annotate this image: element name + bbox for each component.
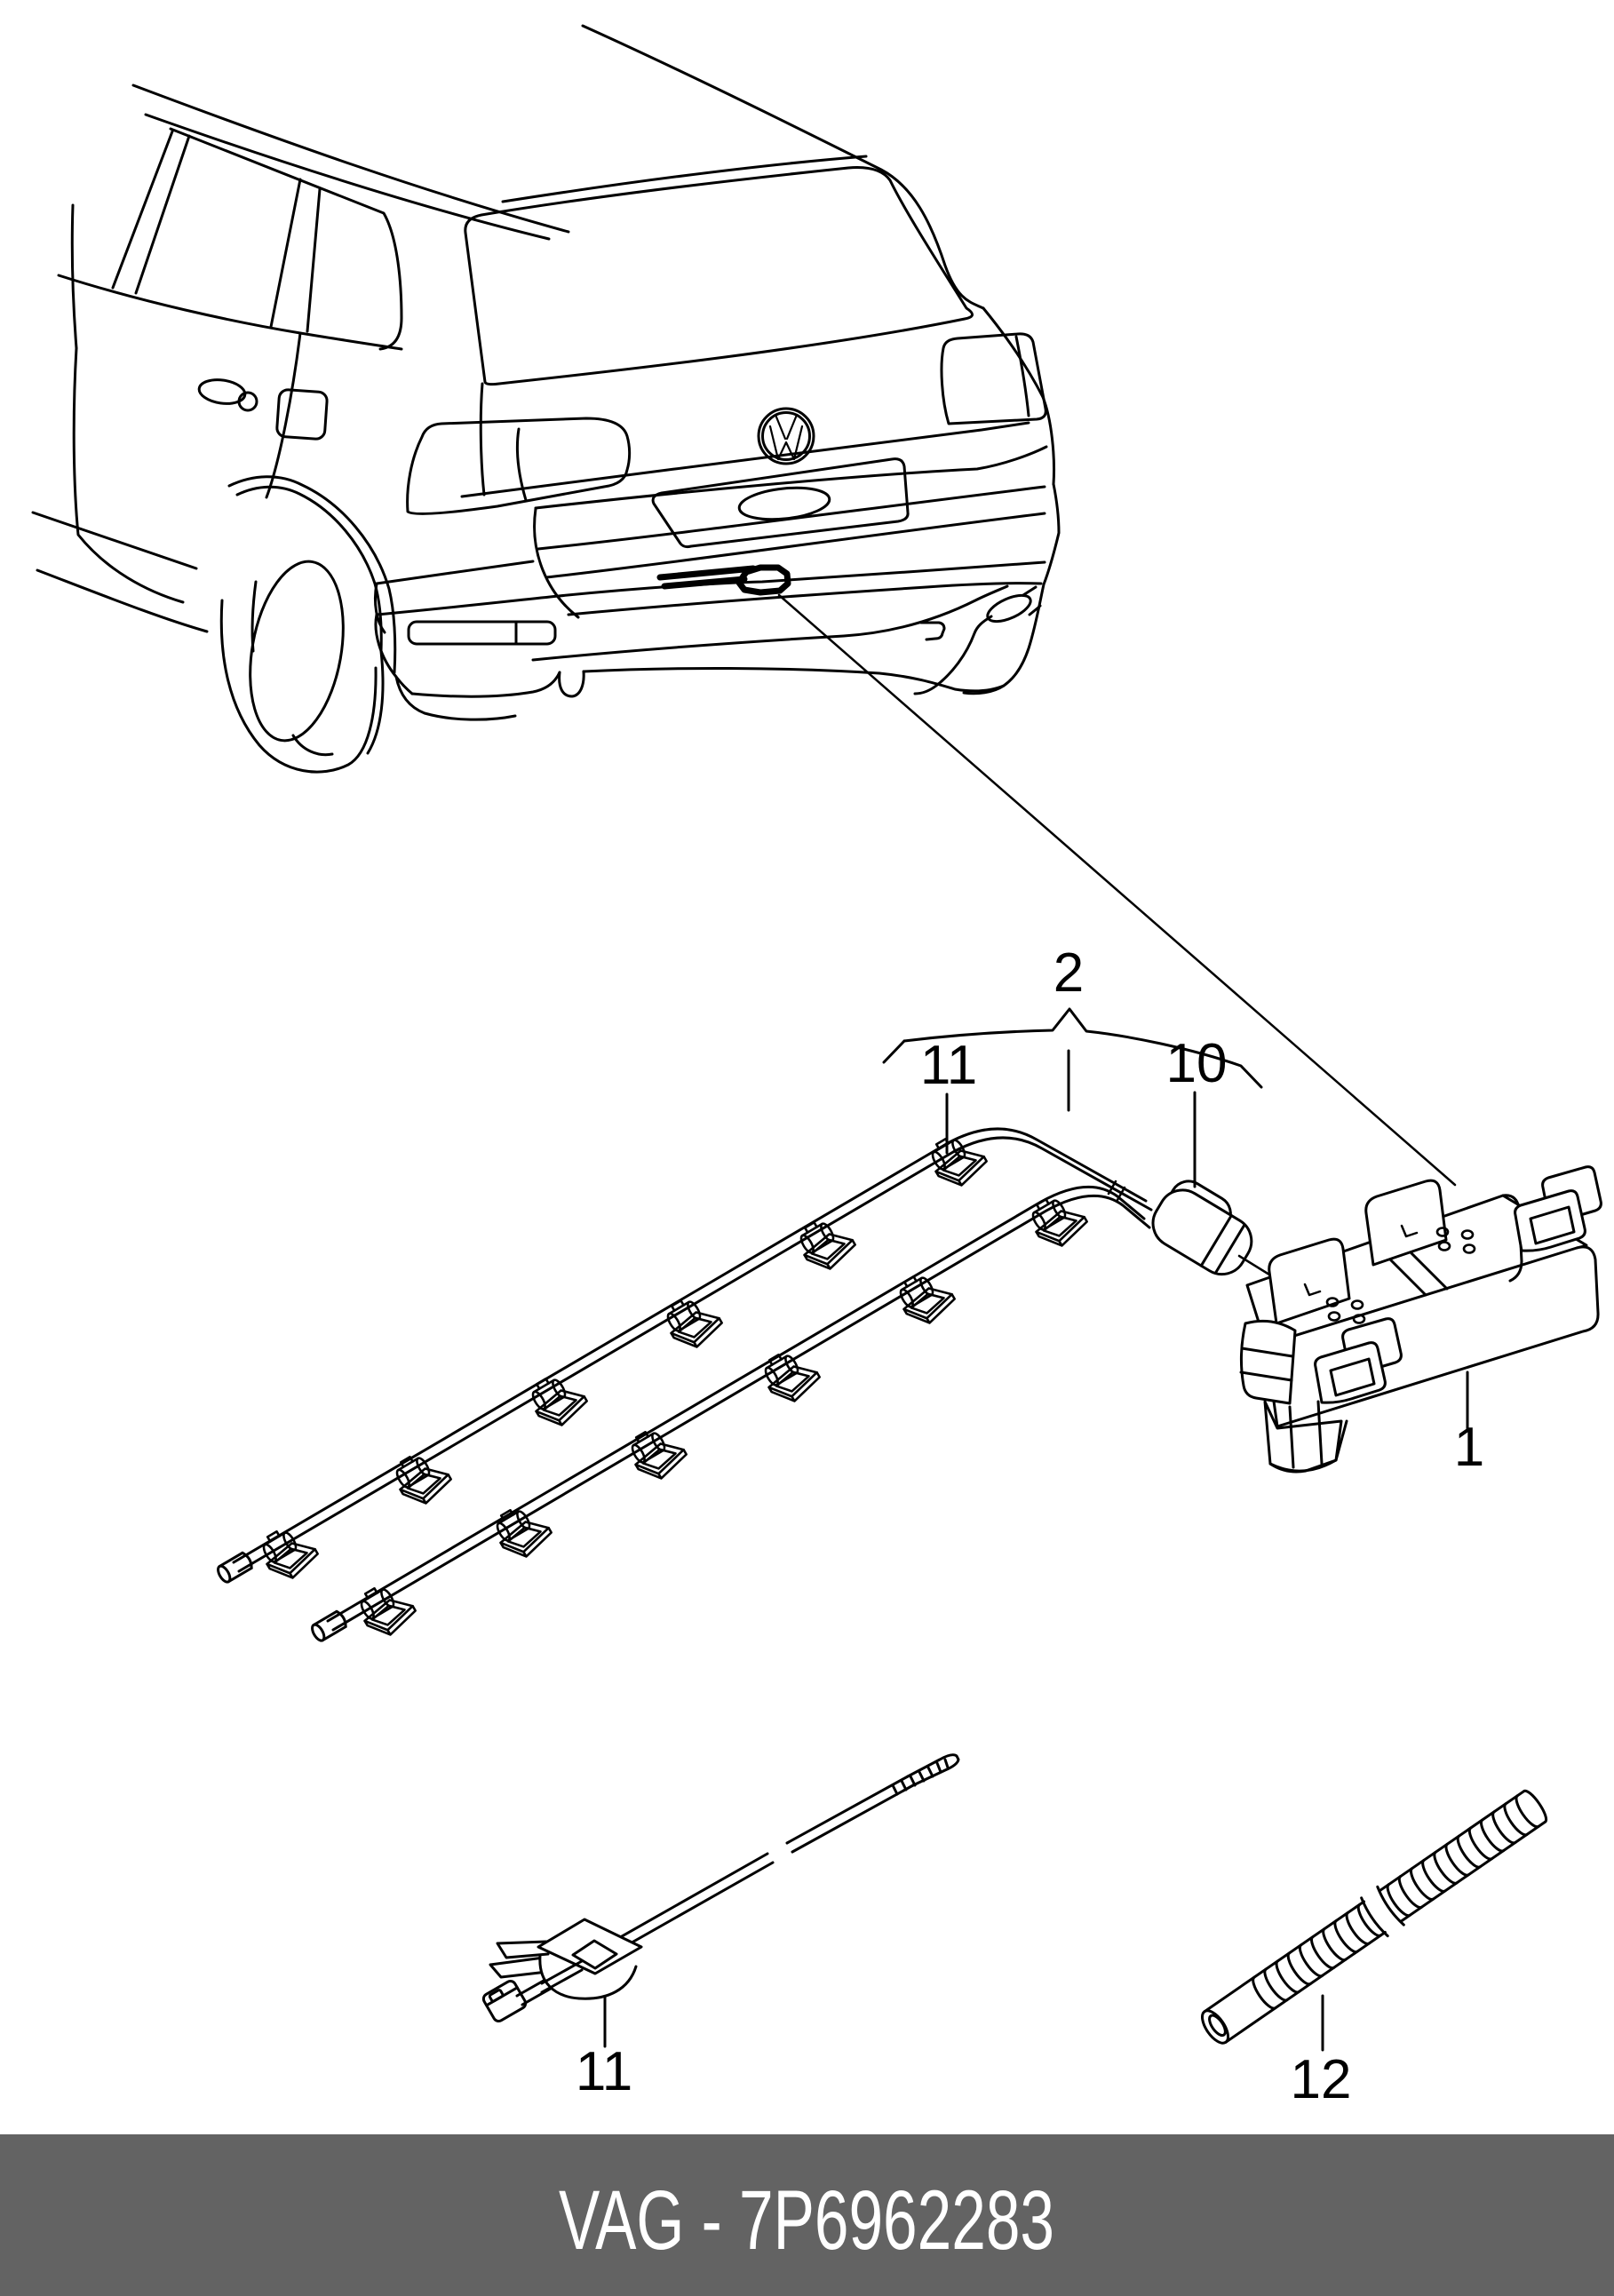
- svg-text:2: 2: [1053, 942, 1084, 1004]
- svg-text:VAG - 7P6962283: VAG - 7P6962283: [559, 2173, 1054, 2268]
- svg-text:10: 10: [1166, 1033, 1228, 1094]
- svg-text:11: 11: [920, 1035, 977, 1096]
- svg-text:11: 11: [576, 2041, 632, 2102]
- svg-text:12: 12: [1291, 2049, 1352, 2110]
- svg-text:1: 1: [1454, 1417, 1484, 1478]
